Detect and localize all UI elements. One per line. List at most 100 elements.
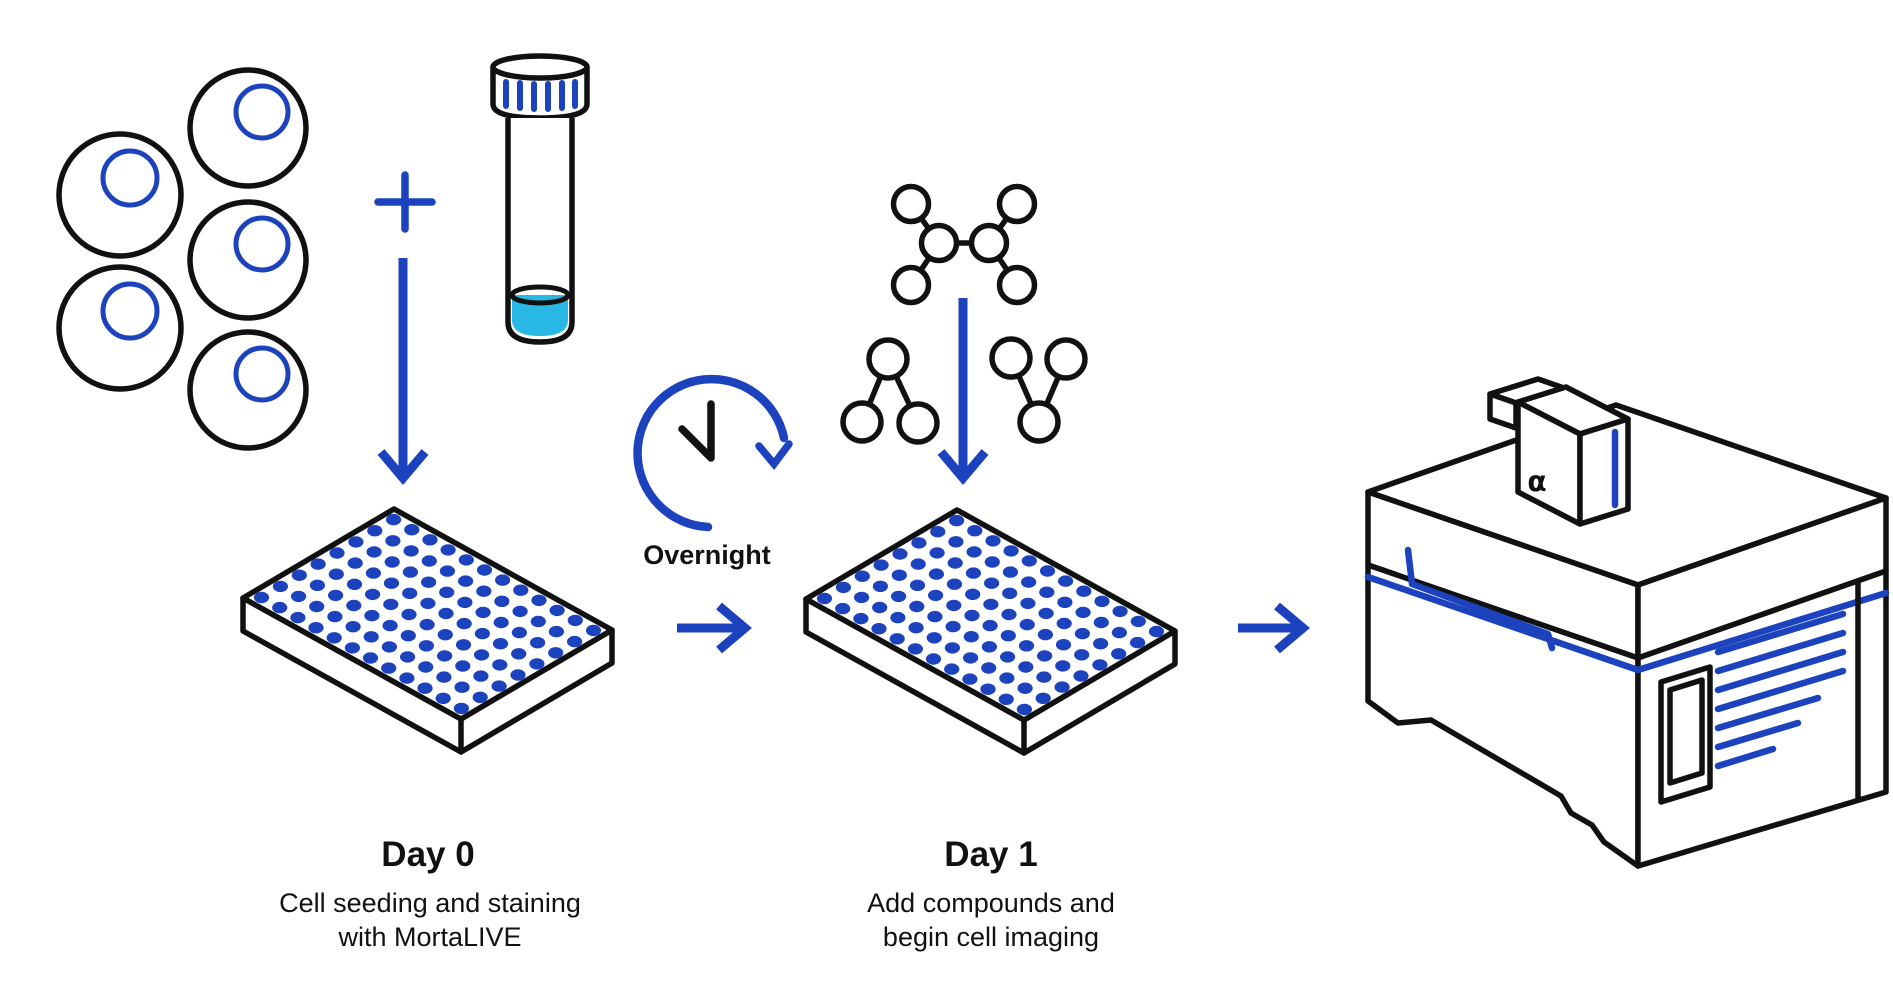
well-dot — [365, 567, 381, 579]
well-dot — [1055, 660, 1071, 672]
well-dot — [437, 629, 453, 641]
well-dot — [965, 567, 982, 579]
well-dot — [308, 622, 324, 634]
well-dot — [328, 568, 344, 580]
well-dot — [272, 580, 288, 593]
cell-nucleus — [100, 148, 160, 208]
cell-nucleus — [233, 345, 291, 403]
tube-liquid-meniscus — [509, 284, 571, 306]
well-dot — [963, 652, 979, 664]
well-dot — [472, 691, 488, 703]
well-dot — [400, 630, 416, 642]
well-dot — [510, 669, 526, 681]
well-dot — [1003, 545, 1019, 557]
well-dot — [419, 618, 435, 631]
tube-cap-ridges — [503, 79, 578, 112]
well-dot — [945, 620, 961, 633]
well-dot — [1037, 650, 1053, 662]
well-dot — [548, 625, 565, 638]
well-dot — [421, 576, 437, 588]
tube-liquid — [512, 295, 568, 336]
machine-tray-slot — [1404, 546, 1556, 652]
well-dot — [475, 606, 491, 619]
well-dot — [907, 643, 924, 655]
machine-door-outer — [1658, 664, 1713, 805]
well-dot — [474, 649, 490, 661]
machine-badge: α — [1527, 465, 1546, 498]
well-dot — [929, 547, 945, 559]
well-dot — [309, 600, 325, 613]
well-dot — [1073, 670, 1089, 682]
well-dot — [476, 585, 492, 597]
well-dot — [872, 601, 888, 614]
well-dot — [1075, 606, 1091, 619]
well-dot — [418, 661, 434, 673]
well-dot — [1130, 615, 1146, 628]
well-dot — [890, 611, 906, 624]
machine-accent-line — [1364, 573, 1890, 674]
well-dot — [531, 594, 547, 606]
cell-nucleus — [100, 281, 160, 341]
well-dot — [345, 621, 361, 633]
cell-nucleus — [233, 215, 291, 273]
molecule-atoms — [840, 183, 1088, 445]
well-dot — [892, 548, 908, 560]
well-dot — [962, 673, 978, 685]
well-dot — [1074, 627, 1090, 640]
well-dot — [930, 526, 946, 538]
well-dot — [1035, 692, 1051, 704]
day0-title: Day 0 — [381, 835, 474, 874]
well-dot — [1094, 595, 1110, 607]
well-dot — [455, 660, 471, 672]
well-dot — [1039, 565, 1056, 577]
well-dot — [291, 590, 307, 603]
well-dot — [948, 536, 964, 548]
well-dot — [1002, 587, 1018, 599]
well-dot — [440, 544, 456, 556]
well-dot — [1111, 626, 1127, 639]
well-dot — [290, 611, 306, 624]
well-dot — [439, 565, 455, 577]
well-dot — [384, 556, 400, 568]
day0-caption-line1: Cell seeding and staining — [279, 888, 581, 918]
well-dot — [946, 578, 963, 590]
compound-molecules-icon — [840, 183, 1088, 445]
well-dot — [453, 702, 469, 715]
tube-cap-top — [490, 53, 590, 81]
well-dot — [911, 537, 927, 549]
well-dot — [326, 632, 342, 644]
well-dot — [346, 578, 363, 590]
well-dot — [944, 642, 961, 654]
well-dot — [891, 569, 907, 581]
well-dot — [1018, 661, 1034, 673]
well-dot — [928, 568, 945, 580]
well-plate-day0 — [240, 506, 615, 755]
well-dot — [548, 647, 564, 659]
well-dot — [402, 587, 418, 599]
well-dot — [910, 558, 926, 570]
well-dot — [891, 590, 907, 603]
well-dot — [909, 579, 926, 591]
well-dot — [1018, 640, 1035, 652]
well-dot — [420, 597, 436, 610]
well-dot — [1036, 671, 1052, 683]
well-dot — [984, 556, 1000, 568]
well-dot — [981, 662, 997, 674]
well-dot — [1038, 607, 1054, 620]
well-dot — [403, 545, 419, 557]
well-dot — [963, 631, 979, 643]
day1-caption-line1: Add compounds and — [867, 888, 1115, 918]
day0-caption-line2: with MortaLIVE — [337, 922, 521, 952]
well-dot — [348, 536, 364, 548]
well-dot — [457, 596, 473, 609]
cell-cluster-icon — [56, 67, 309, 451]
well-dot — [421, 555, 437, 567]
well-dot — [980, 683, 996, 695]
well-dot — [925, 653, 942, 665]
well-dot — [927, 610, 943, 623]
well-dot — [362, 652, 379, 664]
imaging-instrument-icon: α — [1364, 376, 1890, 869]
well-dot — [1020, 597, 1036, 610]
well-dot — [998, 693, 1014, 705]
well-dot — [981, 641, 998, 653]
